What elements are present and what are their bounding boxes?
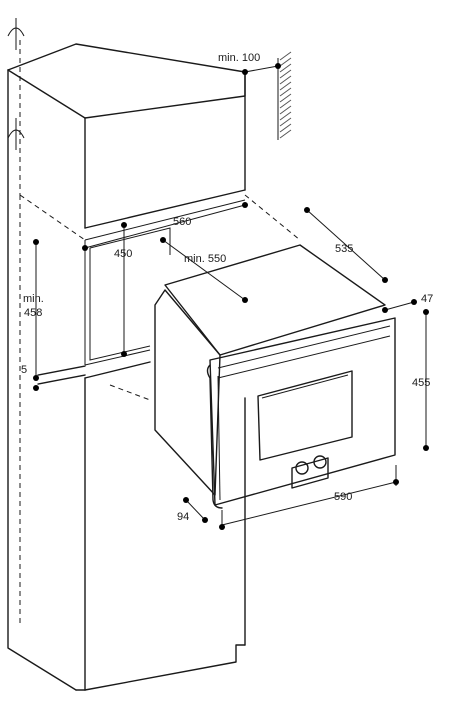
hidden-edges (19, 40, 301, 625)
dim-5: 5 (21, 364, 27, 376)
hatched-wall (277, 51, 292, 140)
dim-455: 455 (412, 377, 430, 389)
dim-450: 450 (114, 248, 132, 260)
dim-94: 94 (177, 511, 189, 523)
dim-535: 535 (335, 243, 353, 255)
dim-560: 560 (173, 216, 191, 228)
dim-458: 458 (24, 307, 42, 319)
oven-appliance (154, 244, 396, 509)
tall-cabinet (7, 43, 246, 691)
dim-590: 590 (334, 491, 352, 503)
wall-anchor-symbol (7, 18, 25, 150)
dimension-lines (33, 63, 429, 530)
dim-min-458-prefix: min. (23, 293, 44, 305)
dim-min-100: min. 100 (218, 52, 260, 64)
dim-47: 47 (421, 293, 433, 305)
dim-min-550: min. 550 (184, 253, 226, 265)
